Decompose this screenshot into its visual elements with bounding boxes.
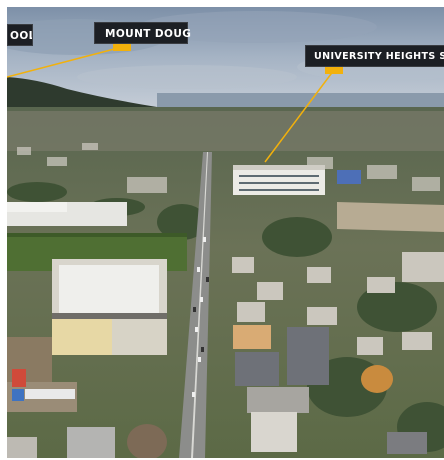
pointer-line-mount-doug — [7, 46, 123, 78]
callout-label-university-heights: UNIVERSITY HEIGHTS SHO — [305, 45, 444, 67]
callout-label-left-partial: OOL — [7, 24, 33, 46]
callout-text-mount-doug: MOUNT DOUG — [105, 28, 192, 40]
cloud — [137, 11, 377, 43]
houses — [232, 252, 444, 355]
callout-pin-university-heights — [325, 67, 343, 74]
aerial-photo: OOL MOUNT DOUG UNIVERSITY HEIGHTS SHO — [7, 7, 444, 458]
callout-label-mount-doug: MOUNT DOUG — [94, 22, 192, 44]
white-house — [251, 412, 297, 452]
aerial-scene — [7, 7, 444, 458]
callout-text-university-heights: UNIVERSITY HEIGHTS SHO — [314, 51, 444, 62]
orange-roof-house — [233, 325, 271, 349]
far-buildings — [17, 143, 440, 193]
cloud — [77, 65, 297, 89]
callout-text-left-partial: OOL — [10, 30, 32, 42]
dirt-lot — [337, 202, 444, 232]
pointer-line-university-heights — [264, 69, 335, 163]
cars — [192, 237, 206, 397]
autumn-tree — [361, 365, 393, 393]
callout-pin-mount-doug — [113, 44, 131, 51]
distant-water — [157, 93, 444, 107]
